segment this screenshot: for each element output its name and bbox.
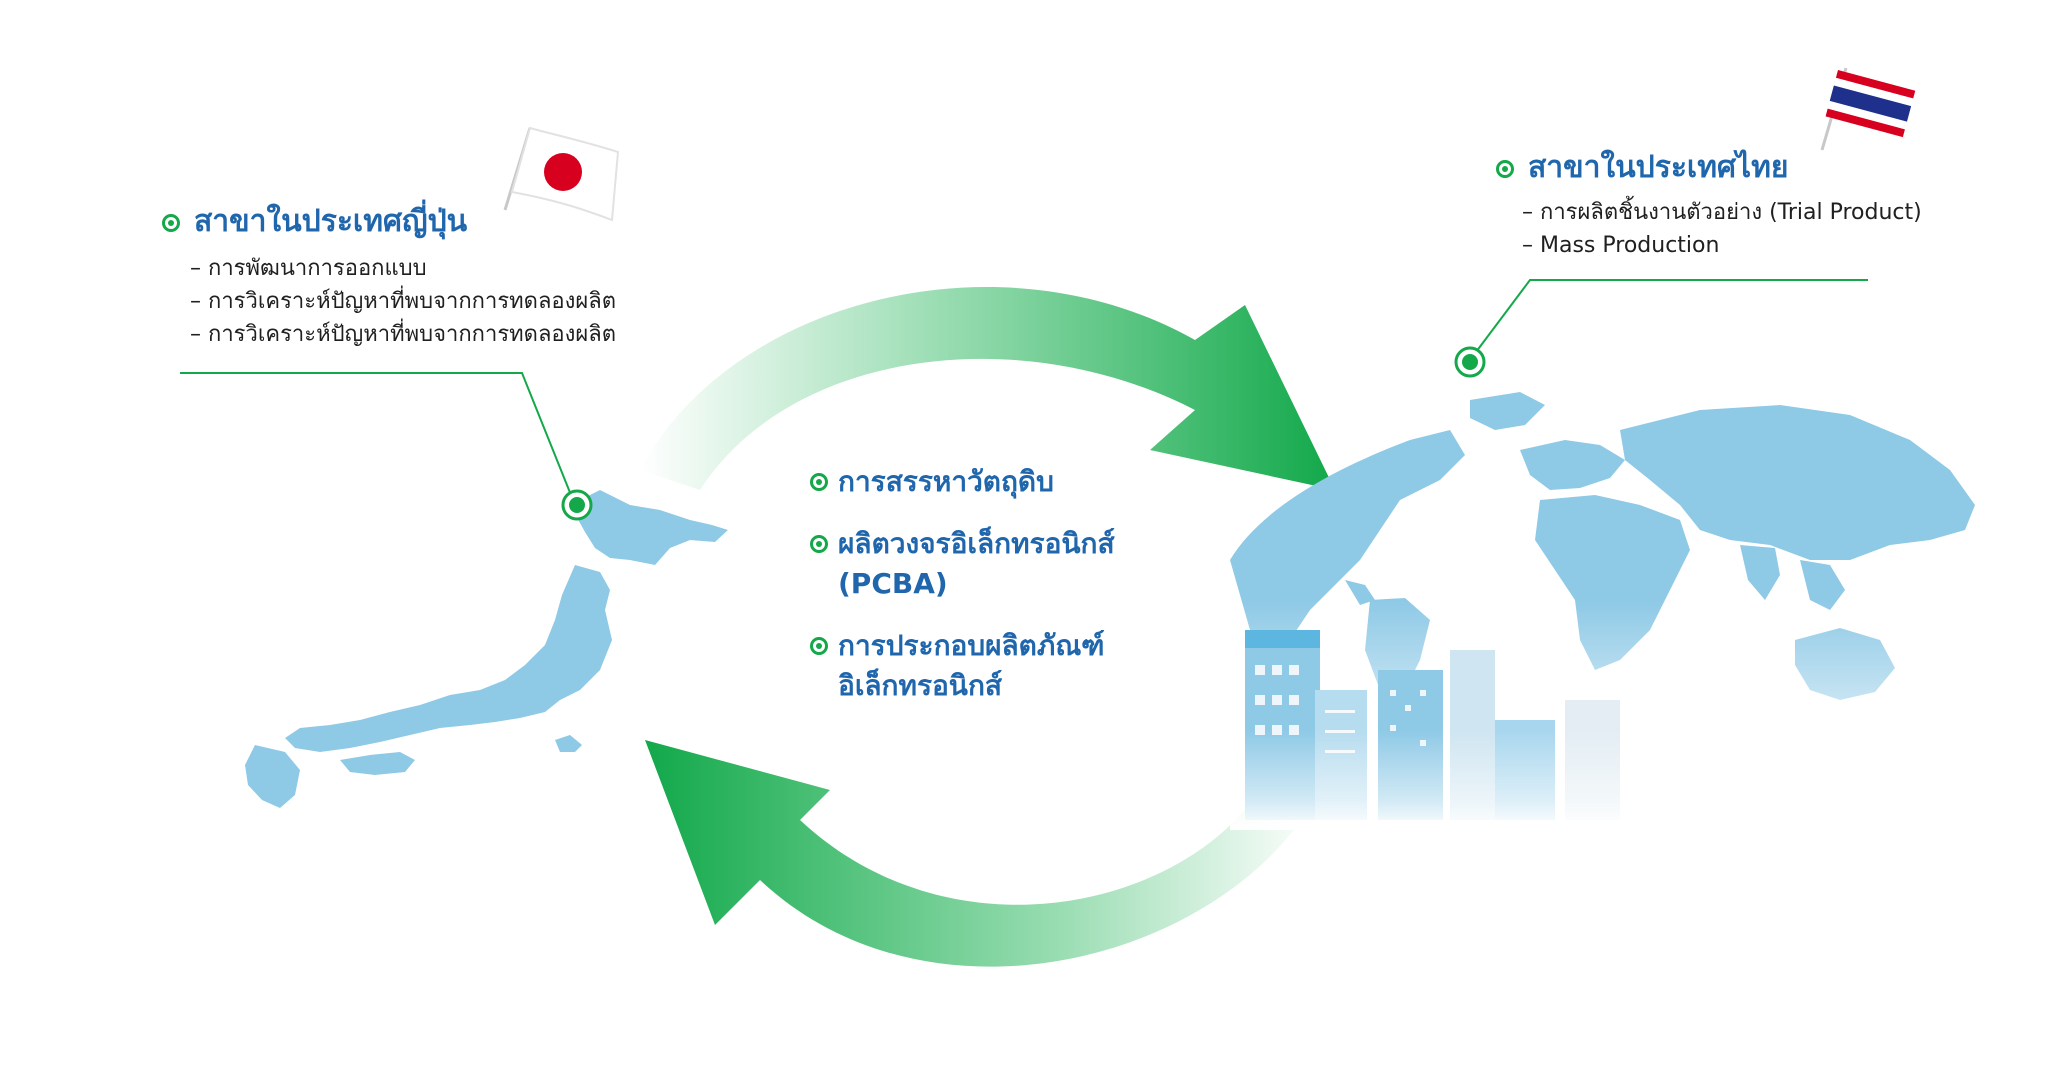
japan-callout-line bbox=[180, 372, 593, 521]
arrow-thailand-to-japan bbox=[645, 740, 1320, 967]
arrow-japan-to-thailand bbox=[640, 287, 1335, 490]
japan-branch-title: สาขาในประเทศญี่ปุ่น bbox=[194, 204, 468, 239]
japan-branch: สาขาในประเทศญี่ปุ่น การพัฒนาการออกแบบ กา… bbox=[162, 202, 616, 351]
process-item-label: ผลิตวงจรอิเล็กทรอนิกส์ bbox=[838, 527, 1115, 560]
list-item: Mass Production bbox=[1522, 229, 1922, 262]
bullet-icon bbox=[810, 535, 828, 553]
process-item-label: การประกอบผลิตภัณฑ์ bbox=[838, 629, 1105, 662]
process-item-sublabel: อิเล็กทรอนิกส์ bbox=[838, 669, 1002, 702]
thailand-branch-title-row: สาขาในประเทศไทย bbox=[1496, 148, 1922, 188]
bullet-icon bbox=[810, 473, 828, 491]
bullet-icon bbox=[162, 213, 180, 232]
city-buildings bbox=[1230, 630, 1650, 830]
process-list: การสรรหาวัตถุดิบ ผลิตวงจรอิเล็กทรอนิกส์ … bbox=[810, 462, 1115, 728]
bullet-icon bbox=[810, 637, 828, 655]
thailand-branch-title: สาขาในประเทศไทย bbox=[1528, 150, 1789, 185]
bullet-icon bbox=[1496, 159, 1514, 178]
process-item-assembly: การประกอบผลิตภัณฑ์ อิเล็กทรอนิกส์ bbox=[810, 626, 1115, 706]
thailand-branch: สาขาในประเทศไทย การผลิตชิ้นงานตัวอย่าง (… bbox=[1496, 148, 1922, 262]
thailand-callout-line bbox=[1454, 279, 1868, 378]
process-item-label: การสรรหาวัตถุดิบ bbox=[838, 465, 1054, 498]
process-item-materials: การสรรหาวัตถุดิบ bbox=[810, 462, 1115, 502]
japan-flag-icon bbox=[503, 126, 620, 222]
thailand-flag-icon bbox=[1820, 67, 1916, 151]
list-item: การวิเคราะห์ปัญหาที่พบจากการทดลองผลิต bbox=[190, 285, 616, 318]
japan-map bbox=[245, 490, 728, 808]
process-item-sublabel: (PCBA) bbox=[838, 567, 948, 600]
list-item: การพัฒนาการออกแบบ bbox=[190, 252, 616, 285]
japan-branch-list: การพัฒนาการออกแบบ การวิเคราะห์ปัญหาที่พบ… bbox=[190, 252, 616, 351]
list-item: การวิเคราะห์ปัญหาที่พบจากการทดลองผลิต bbox=[190, 318, 616, 351]
japan-branch-title-row: สาขาในประเทศญี่ปุ่น bbox=[162, 202, 616, 242]
thailand-branch-list: การผลิตชิ้นงานตัวอย่าง (Trial Product) M… bbox=[1522, 196, 1922, 262]
process-item-pcba: ผลิตวงจรอิเล็กทรอนิกส์ (PCBA) bbox=[810, 524, 1115, 604]
list-item: การผลิตชิ้นงานตัวอย่าง (Trial Product) bbox=[1522, 196, 1922, 229]
